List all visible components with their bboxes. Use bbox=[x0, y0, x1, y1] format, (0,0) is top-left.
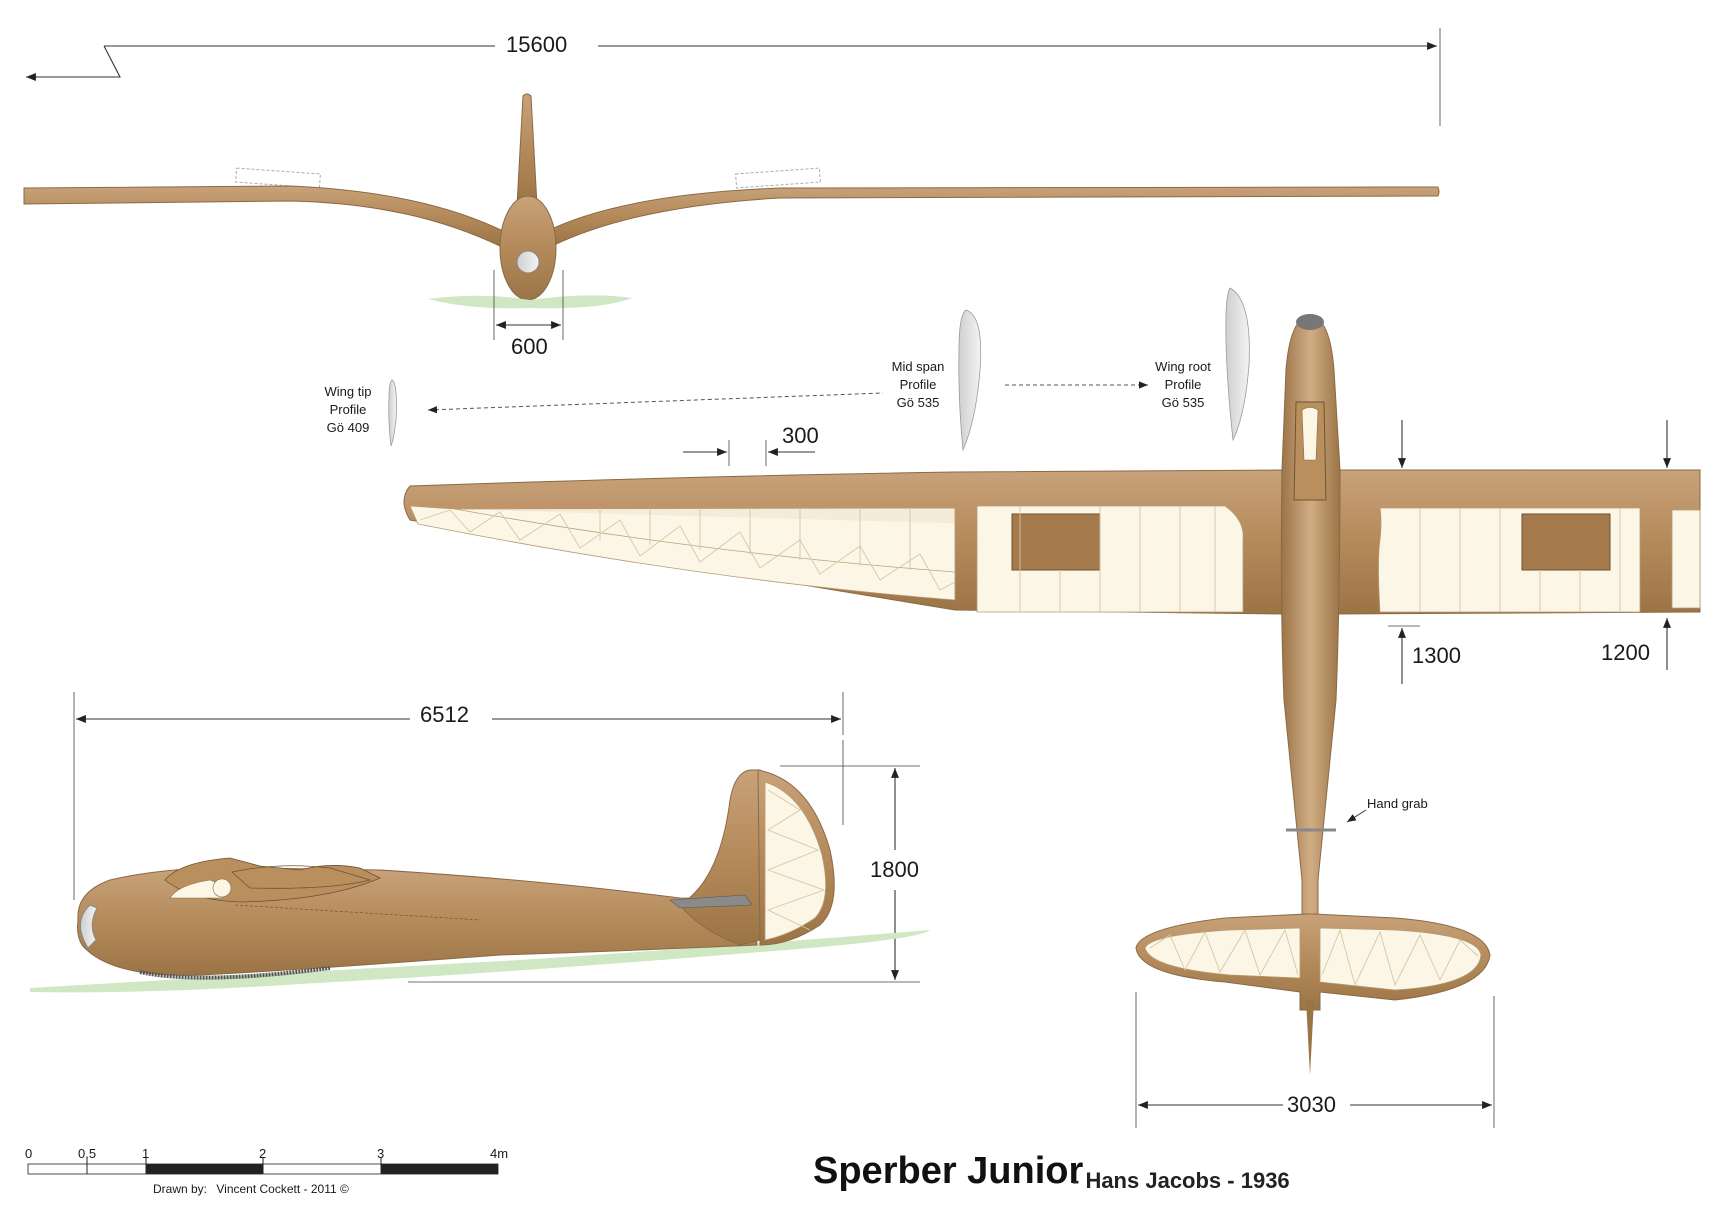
front-view: 15600 600 bbox=[23, 28, 1441, 359]
svg-text:Gö 535: Gö 535 bbox=[897, 395, 940, 410]
wing-root-profile bbox=[1225, 287, 1250, 442]
nose-cone bbox=[516, 250, 540, 274]
svg-text:Gö 535: Gö 535 bbox=[1162, 395, 1205, 410]
front-fuselage bbox=[499, 195, 557, 301]
scale-bar: 0 0.5 1 2 3 4m bbox=[25, 1146, 508, 1175]
root-chord-label: 1300 bbox=[1412, 643, 1461, 668]
svg-text:Profile: Profile bbox=[900, 377, 937, 392]
chord-at-break-label: 1200 bbox=[1601, 640, 1650, 665]
svg-text:Wing root: Wing root bbox=[1155, 359, 1211, 374]
plan-view: 300 bbox=[403, 314, 1701, 1128]
scale-tick-3: 3 bbox=[377, 1146, 384, 1161]
length-label: 6512 bbox=[420, 702, 469, 727]
scale-tick-0-5: 0.5 bbox=[78, 1146, 96, 1161]
drawn-by-label: Drawn by: bbox=[153, 1182, 208, 1196]
nose-cap bbox=[1296, 314, 1324, 330]
author: Vincent Cockett - 2011 © bbox=[216, 1182, 349, 1196]
tailplane-span-label: 3030 bbox=[1287, 1092, 1336, 1117]
airfoil-profiles: Wing tip Profile Gö 409 Mid span Profile… bbox=[325, 287, 1250, 452]
scale-tick-4m: 4m bbox=[490, 1146, 508, 1161]
aileron-offset-label: 300 bbox=[782, 423, 819, 448]
credits: Drawn by: Vincent Cockett - 2011 © bbox=[153, 1182, 355, 1196]
svg-text:Gö 409: Gö 409 bbox=[327, 420, 370, 435]
front-track-label: 600 bbox=[511, 334, 548, 359]
scale-tick-0: 0 bbox=[25, 1146, 32, 1161]
hand-grab-label: Hand grab bbox=[1367, 796, 1428, 811]
svg-text:Mid span: Mid span bbox=[892, 359, 945, 374]
page-subtitle: - Hans Jacobs - 1936 bbox=[1072, 1168, 1290, 1193]
mid-span-profile bbox=[958, 309, 982, 452]
svg-text:Profile: Profile bbox=[330, 402, 367, 417]
front-wing bbox=[23, 185, 1440, 247]
svg-text:Profile: Profile bbox=[1165, 377, 1202, 392]
height-label: 1800 bbox=[870, 857, 919, 882]
span-label: 15600 bbox=[506, 32, 567, 57]
scale-tick-2: 2 bbox=[259, 1146, 266, 1161]
side-view: 6512 1800 bbox=[30, 692, 930, 993]
svg-text:Wing tip: Wing tip bbox=[325, 384, 372, 399]
span-dimension: 15600 bbox=[26, 28, 1441, 126]
scale-tick-1: 1 bbox=[142, 1146, 149, 1161]
side-nose-cone bbox=[80, 904, 98, 949]
page-title: Sperber Junior bbox=[813, 1150, 1084, 1192]
tip-profile bbox=[388, 379, 397, 447]
